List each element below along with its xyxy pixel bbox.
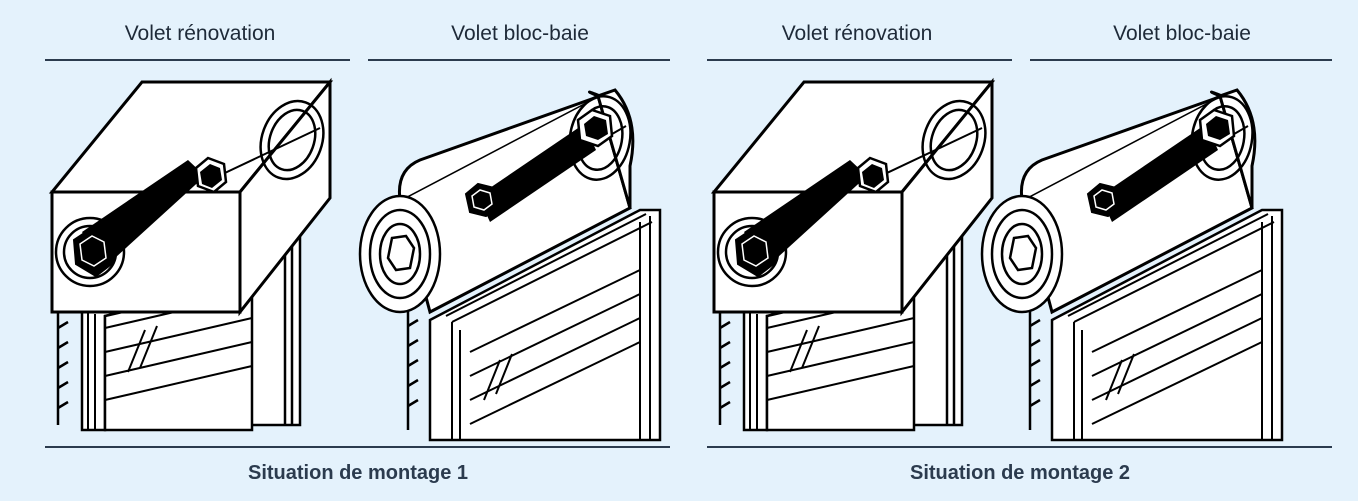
situation-label-1: Situation de montage 1 <box>247 462 469 484</box>
bottom-rule-1 <box>45 446 670 448</box>
illustration-bloc-baie-2 <box>980 88 1284 442</box>
top-rule-2 <box>368 59 670 61</box>
illustration-bloc-baie-1 <box>358 88 662 442</box>
top-rule-3 <box>707 59 1012 61</box>
bottom-rule-2 <box>707 446 1332 448</box>
illustration-renovation-2 <box>712 80 998 432</box>
illustration-renovation-1 <box>50 80 336 432</box>
situation-label-2: Situation de montage 2 <box>909 462 1131 484</box>
panel-label-2: Volet bloc-baie <box>451 22 589 45</box>
panel-label-1: Volet rénovation <box>124 22 276 45</box>
panel-label-3: Volet rénovation <box>781 22 933 45</box>
top-rule-4 <box>1030 59 1332 61</box>
panel-label-4: Volet bloc-baie <box>1113 22 1251 45</box>
top-rule-1 <box>45 59 350 61</box>
